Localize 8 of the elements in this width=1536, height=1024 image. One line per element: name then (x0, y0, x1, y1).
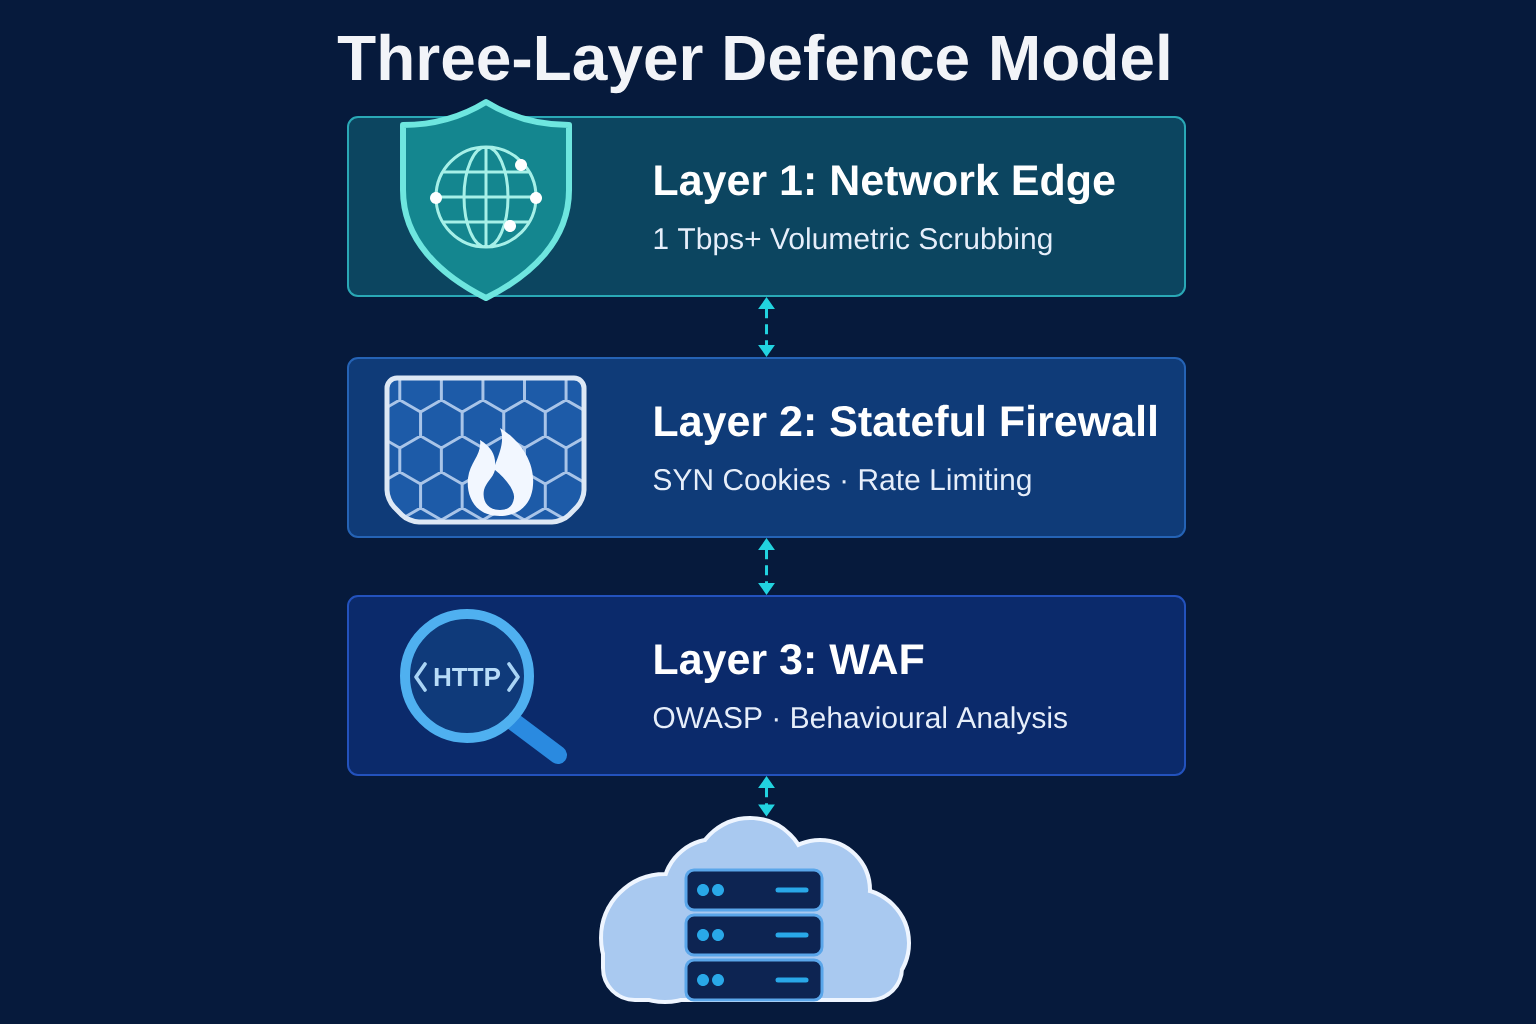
layer-title: Layer 2: Stateful Firewall (655, 404, 1156, 445)
layer-title: Layer 1: Network Edge (655, 163, 1115, 205)
layer-description: OWASP · Behavioural Analysis (653, 706, 1067, 735)
layer-title: Layer 3: WAF (655, 644, 924, 683)
layer-description: SYN Cookies · Rate Limiting (653, 468, 1031, 497)
title: Three-Layer Defence Model (337, 33, 1169, 94)
layer-description: 1 Tbps+ Volumetric Scrubbing (654, 227, 1052, 256)
icon-label: HTTP (434, 668, 501, 686)
